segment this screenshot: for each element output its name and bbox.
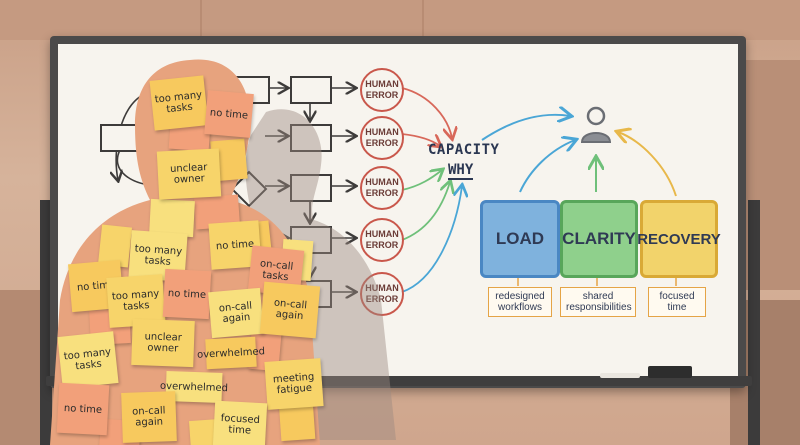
human-error-circle: HUMAN ERROR bbox=[360, 272, 404, 316]
stage-load: LOAD bbox=[480, 200, 560, 278]
sticky-note: on-call again bbox=[259, 281, 321, 339]
sticky-note: focused time bbox=[212, 400, 268, 445]
stage-note-recovery: focused time bbox=[648, 287, 706, 317]
sticky-note: unclear owner bbox=[156, 148, 222, 200]
flowchart-box bbox=[290, 174, 332, 202]
sticky-note: too many tasks bbox=[149, 75, 209, 131]
flowchart-box bbox=[290, 124, 332, 152]
marker-tray bbox=[46, 376, 752, 386]
stage-clarity: CLARITY bbox=[560, 200, 638, 278]
stage-recovery: RECOVERY bbox=[637, 200, 721, 278]
sticky-note: too many tasks bbox=[57, 331, 119, 389]
capacity-title: CAPACITY bbox=[428, 142, 500, 158]
sticky-note: meeting fatigue bbox=[264, 358, 324, 410]
wall-panel bbox=[202, 0, 424, 40]
human-error-circle: HUMAN ERROR bbox=[360, 166, 404, 210]
wall-panel bbox=[0, 0, 202, 40]
eraser bbox=[648, 366, 692, 378]
sticky-note: overwhelmed bbox=[197, 336, 265, 370]
human-error-circle: HUMAN ERROR bbox=[360, 116, 404, 160]
human-error-circle: HUMAN ERROR bbox=[360, 68, 404, 112]
human-error-circle: HUMAN ERROR bbox=[360, 218, 404, 262]
sticky-note: on-call again bbox=[208, 287, 264, 339]
flowchart-box bbox=[290, 76, 332, 104]
sticky-note: no time bbox=[56, 382, 110, 436]
person-icon bbox=[580, 106, 612, 143]
stage-note-load: redesigned workflows bbox=[488, 287, 552, 317]
sticky-note: unclear owner bbox=[131, 318, 195, 368]
sticky-note: on-call again bbox=[121, 391, 177, 443]
wall-panel bbox=[424, 0, 800, 40]
capacity-subtitle: WHY bbox=[448, 162, 474, 180]
stage-note-clarity: shared responsibilities bbox=[560, 287, 636, 317]
marker bbox=[600, 373, 640, 378]
sticky-note: no time bbox=[204, 90, 254, 138]
sticky-note: no time bbox=[162, 268, 212, 320]
